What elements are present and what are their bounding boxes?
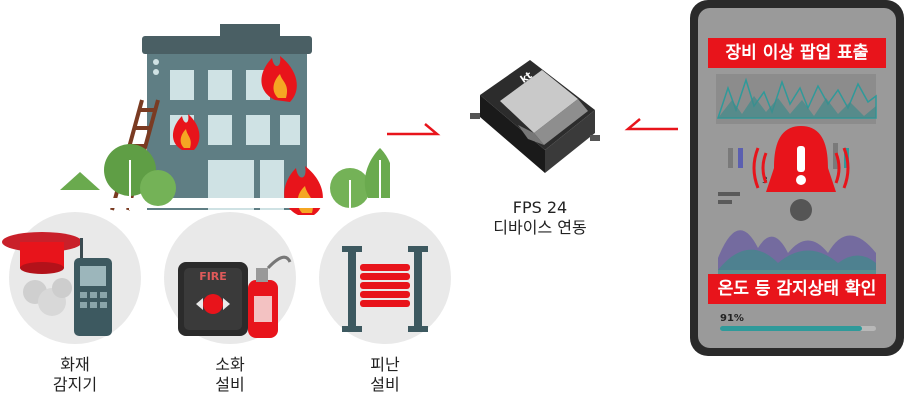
building-scene [60, 24, 390, 215]
popup-banner-bottom: 온도 등 감지상태 확인 [708, 274, 886, 304]
fire-icon [172, 114, 200, 150]
equipment-icons: FIRE [2, 212, 451, 344]
equipment-label-extinguisher: 소화 설비 [215, 355, 245, 394]
progress-fill [720, 326, 862, 331]
alarm-bell-icon [752, 126, 850, 221]
fire-hose-icon [319, 212, 451, 344]
equipment-label-detector: 화재 감지기 [52, 355, 98, 394]
arrow-left-icon [624, 118, 678, 131]
tree [60, 144, 390, 210]
progress-label: 91% [720, 313, 744, 324]
device-brand: kt [519, 70, 535, 86]
fire-icon [261, 56, 297, 102]
fire-detector-icon [2, 212, 141, 344]
phone-frame: 장비 이상 팝업 표출 3 온도 등 감지상태 확인 91% [690, 0, 904, 356]
fire-sign: FIRE [199, 270, 227, 283]
building-roof [142, 36, 312, 54]
equipment-label-evacuation: 피난 설비 [370, 355, 400, 394]
popup-banner-top: 장비 이상 팝업 표출 [708, 38, 886, 68]
progress-track [720, 326, 876, 331]
tree [330, 148, 390, 210]
arrow-right-icon [387, 123, 441, 136]
roof-box [220, 24, 280, 38]
phone-screen: 장비 이상 팝업 표출 3 온도 등 감지상태 확인 91% [698, 8, 896, 348]
fire-extinguisher-icon: FIRE [164, 212, 296, 344]
device-caption: FPS 24 디바이스 연동 [493, 198, 587, 237]
fps-device: kt [470, 60, 600, 173]
